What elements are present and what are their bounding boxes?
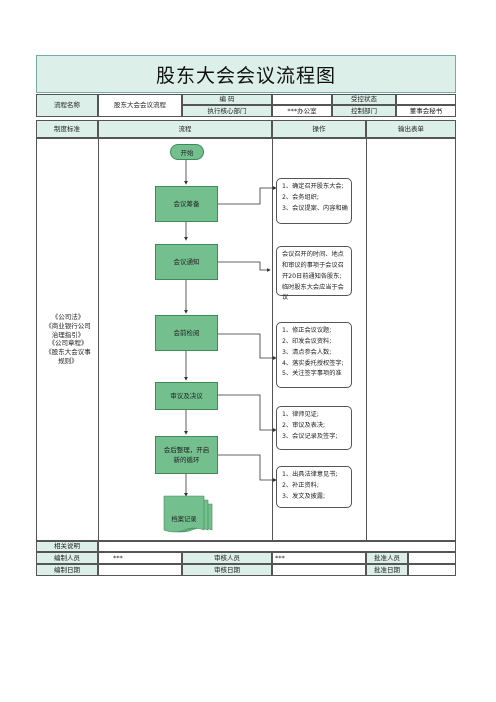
- operation-note: 1、确定召开股东大会; 2、会务组织; 3、会议提案、内容和确: [276, 178, 352, 224]
- step-deliberation: 审议及决议: [155, 382, 218, 410]
- col-header-standard: 制度标准: [36, 120, 98, 138]
- note-line: 1、出具法律意见书;: [282, 471, 338, 478]
- review-date-value: [272, 564, 366, 576]
- col-header-output: 输出表单: [366, 120, 456, 138]
- approver-label: 批准人员: [366, 552, 408, 564]
- operation-note: 会议召开的时间、地点和审议的事项于会议召开20日前通知各股东;临时股东大会应当于…: [276, 246, 352, 301]
- note-line: 1、修正会议议题;: [282, 327, 332, 334]
- note-line: 3、清点参会人数;: [282, 348, 332, 356]
- standard-item: 《股东大会议事规则》: [45, 348, 91, 365]
- reviewer-label: 审核人员: [182, 552, 272, 564]
- col-header-flow: 流程: [98, 120, 272, 138]
- operation-note: 1、修正会议议题; 2、印发会议资料; 3、清点参会人数; 4、落实委托授权签字…: [276, 322, 352, 388]
- standard-item: 《公司法》: [51, 313, 85, 321]
- approve-date-value: [408, 564, 456, 576]
- ctrl-label: 控制部门: [332, 105, 396, 117]
- standard-item: 《公司章程》: [48, 339, 88, 348]
- note-line: 3、发文及披露;: [282, 492, 326, 500]
- approve-date-label: 批准日期: [366, 564, 408, 576]
- code-label: 编 码: [182, 94, 272, 105]
- page-title: 股东大会会议流程图: [36, 55, 456, 93]
- note-line: 1、律师见证;: [282, 411, 319, 418]
- author-value: ***: [98, 552, 182, 564]
- dept-value: ***办公室: [272, 105, 332, 117]
- note-line: 3、会议提案、内容和确: [282, 204, 348, 212]
- process-name-label: 流程名称: [36, 94, 98, 117]
- ctrl-value: 董事会秘书: [396, 105, 456, 117]
- divider: [366, 138, 367, 541]
- note-line: 3、会议记录及签字;: [282, 432, 338, 440]
- standard-item: 《商业银行公司治理指引》: [45, 321, 91, 339]
- step-post-meeting: 会后整理，开启新的循环: [155, 436, 218, 474]
- note-line: 会议召开的时间、地点和审议的事项于会议召开20日前通知各股东;临时股东大会应当于…: [282, 251, 344, 302]
- note-line: 2、补正资料;: [282, 481, 319, 489]
- author-date-value: [98, 564, 182, 576]
- reviewer-value: ***: [272, 552, 366, 564]
- process-name-value: 股东大会会议流程: [98, 94, 182, 117]
- divider: [272, 138, 273, 541]
- code-value: [272, 94, 332, 105]
- step-meeting-notice: 会议通知: [155, 244, 218, 280]
- divider: [98, 138, 99, 541]
- note-line: 4、落实委托授权签字;: [282, 359, 344, 367]
- note-line: 2、审议及表决;: [282, 421, 326, 429]
- dept-label: 执行核心部门: [182, 105, 272, 117]
- end-node-label: 档案记录: [171, 516, 197, 523]
- approver-value: [408, 552, 456, 564]
- note-line: 5、关注签字事项的准: [282, 370, 342, 378]
- start-node: 开始: [170, 144, 204, 160]
- operation-note: 1、出具法律意见书; 2、补正资料; 3、发文及披露;: [276, 466, 352, 508]
- col-header-operation: 操作: [272, 120, 366, 138]
- status-label: 受控状态: [332, 94, 396, 105]
- note-line: 2、会务组织;: [282, 193, 319, 201]
- related-value: [98, 541, 456, 552]
- author-date-label: 编制日期: [36, 564, 98, 576]
- step-meeting-preparation: 会议筹备: [155, 186, 218, 222]
- note-line: 2、印发会议资料;: [282, 337, 332, 345]
- document-shape: [163, 495, 213, 533]
- note-line: 1、确定召开股东大会;: [282, 183, 344, 190]
- operation-note: 1、律师见证; 2、审议及表决; 3、会议记录及签字;: [276, 406, 352, 450]
- step-pre-meeting-review: 会前检阅: [155, 315, 218, 351]
- author-label: 编制人员: [36, 552, 98, 564]
- standards-list: 《公司法》 《商业银行公司治理指引》 《公司章程》 《股东大会议事规则》: [44, 313, 92, 366]
- review-date-label: 审核日期: [182, 564, 272, 576]
- status-value: [396, 94, 456, 105]
- flow-body: [36, 138, 456, 541]
- related-label: 相关说明: [36, 541, 98, 552]
